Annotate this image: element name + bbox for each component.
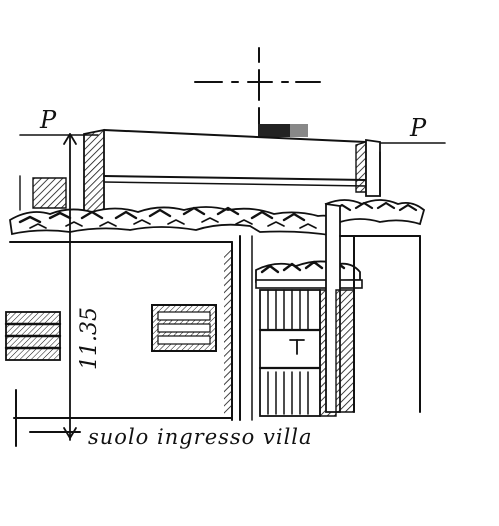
tile-roof [9, 199, 426, 238]
height-dimension-label: 11.35 [77, 307, 102, 370]
right-pillar [325, 202, 421, 413]
entrance-gate [258, 289, 337, 417]
ground-line [13, 389, 233, 447]
railing-band [19, 175, 67, 211]
section-label-right: P [409, 114, 427, 142]
left-wall [9, 235, 253, 421]
ground-caption: suolo ingresso villa [88, 425, 313, 449]
window-center [151, 304, 217, 352]
axis-cross [194, 47, 321, 127]
gate-canopy [255, 260, 363, 289]
height-dimension-line [63, 133, 77, 441]
section-label-left: P [39, 106, 57, 134]
roof-vent [258, 124, 308, 137]
window-left [4, 311, 62, 361]
